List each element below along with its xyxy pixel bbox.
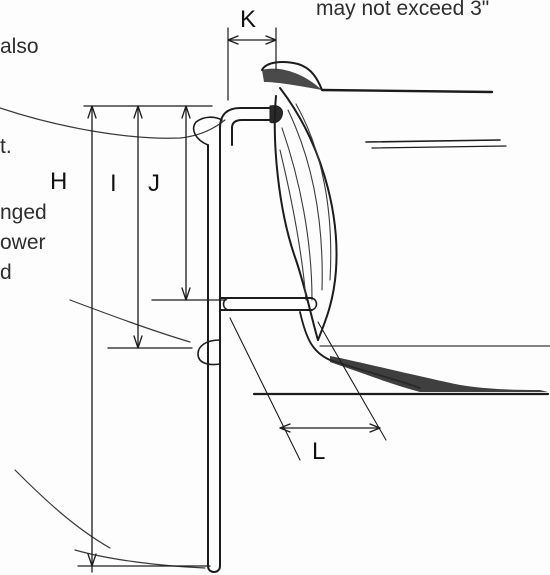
middle-reference-curve [69,299,191,343]
dimension-h [77,105,213,573]
dimension-l [229,317,387,461]
label-k: K [240,6,257,33]
lower-reference-curve [14,469,111,549]
caption-fragment-2: t. [0,135,12,158]
hull-stripes [365,139,507,149]
hull-cushion [261,61,494,341]
caption-fragment-5: d [0,261,12,284]
base-reference-curve [74,549,206,569]
lower-rail [219,297,318,311]
caption-top-right: may not exceed 3" [316,0,490,20]
dimension-j [151,105,227,301]
deck-edge [252,311,550,396]
caption-fragment-1: also [0,35,39,58]
label-h: H [50,168,68,195]
upper-reference-curve [0,107,226,139]
dimension-i [107,105,193,349]
label-l: L [312,438,326,465]
label-j: J [148,170,160,197]
caption-fragment-4: ower [0,231,46,254]
caption-fragment-3: nged [0,201,47,224]
label-i: I [110,170,117,197]
stanchion-post [192,105,283,573]
